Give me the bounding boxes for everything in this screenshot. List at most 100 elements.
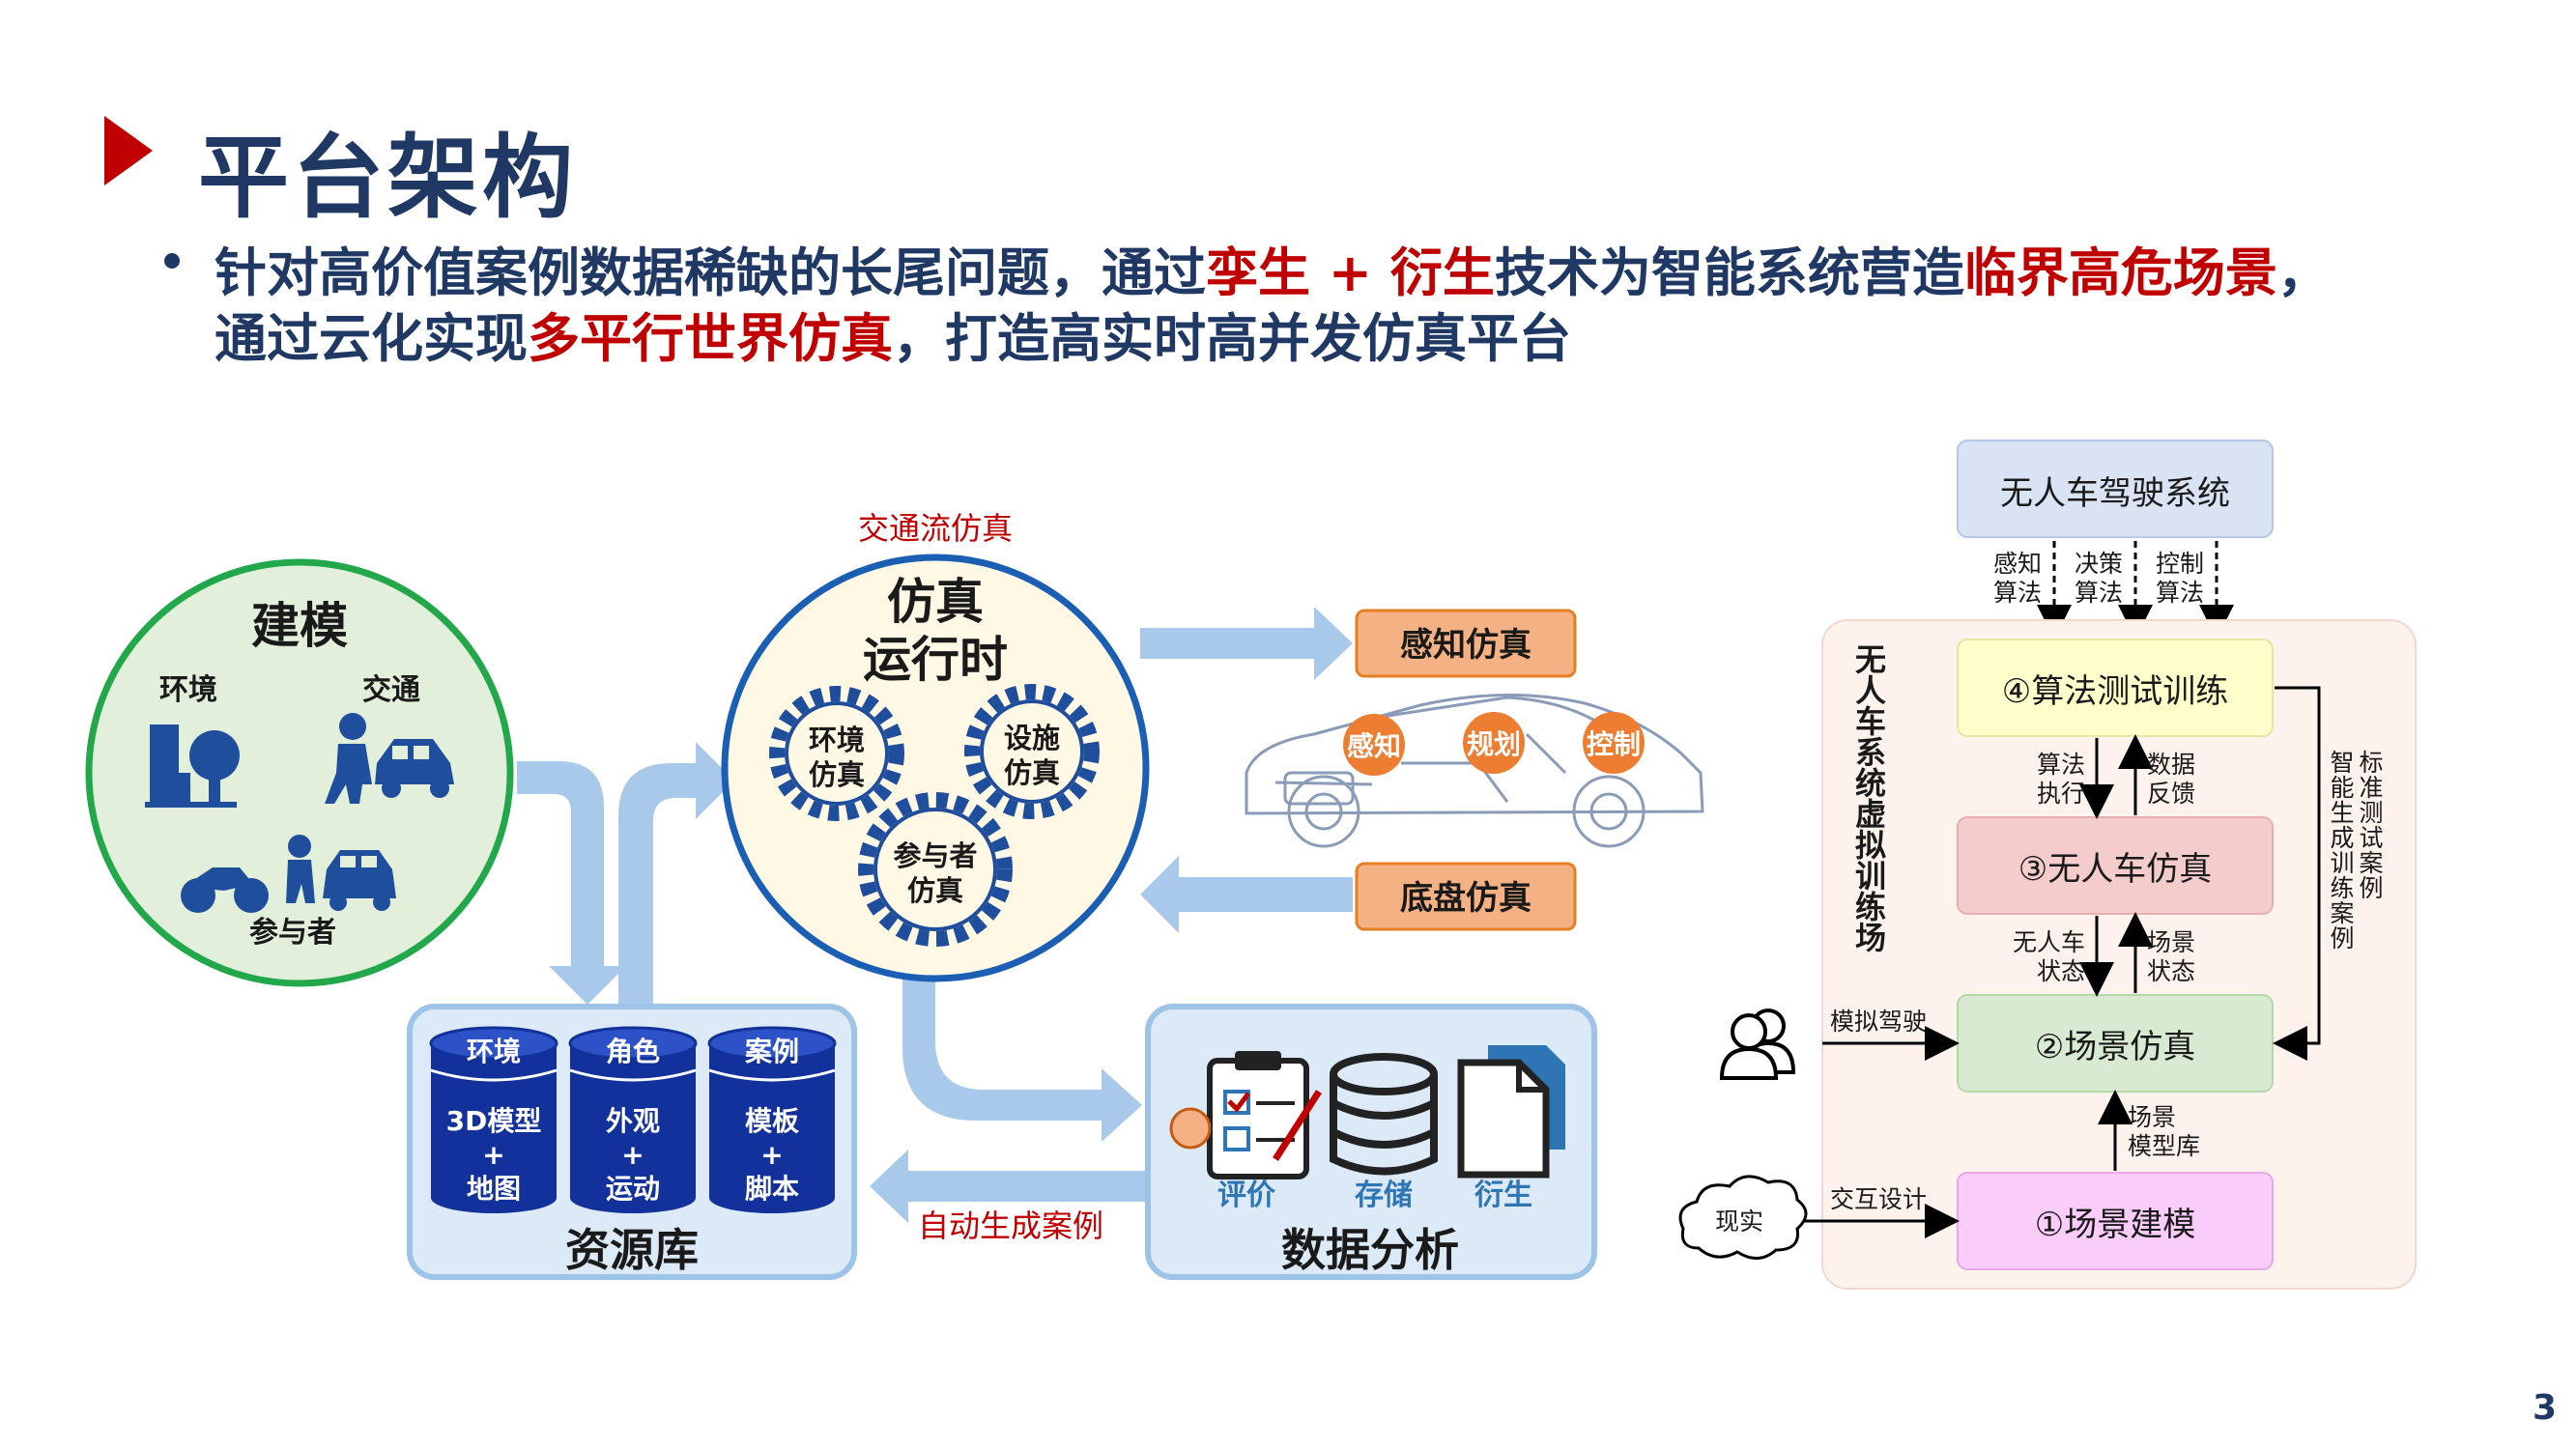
bullet-line-1: 针对高价值案例数据稀缺的长尾问题，通过孪生 + 衍生技术为智能系统营造临界高危场… (215, 230, 2330, 306)
edge-sstate-2: 状态 (2147, 957, 2195, 985)
edge-vstate-2: 状态 (2037, 957, 2085, 985)
gear-icon (964, 684, 1100, 819)
training-ground-title-char: 训 (1855, 858, 1886, 895)
car-tag-perception (1343, 714, 1405, 776)
side-generated-char: 例 (2330, 924, 2354, 952)
vehicle-sim-box (1957, 816, 2274, 915)
perception-sim-label: 感知仿真 (1400, 626, 1531, 665)
training-ground-title-char: 虚 (1855, 796, 1886, 833)
scene-model-label: ①场景建模 (2035, 1206, 2195, 1244)
page-number: 3 (2532, 1388, 2557, 1428)
resource-library-title: 资源库 (565, 1224, 699, 1276)
runtime-circle (721, 554, 1150, 982)
algo-test-label: ④算法测试训练 (2002, 672, 2228, 711)
autonomous-system-label: 无人车驾驶系统 (2000, 474, 2230, 513)
perception-sim-box (1355, 609, 1577, 678)
algo-control-2: 算法 (2156, 579, 2204, 607)
flow-arrow-modeling-resource (517, 761, 626, 1005)
training-ground-title-char: 无 (1855, 641, 1886, 678)
edge-feedback-2: 反馈 (2147, 780, 2195, 808)
side-standard-char: 标 (2359, 749, 2383, 777)
side-generated-char: 生 (2330, 799, 2354, 827)
participant-icon (181, 835, 396, 913)
modeling-circle (85, 558, 514, 987)
resource-case-line1: 模板 (745, 1105, 799, 1137)
edge-exec-1: 算法 (2037, 751, 2085, 779)
edge-vstate-1: 无人车 (2013, 928, 2085, 956)
autonomous-system-box (1957, 440, 2274, 538)
bullet-line-2: 通过云化实现多平行世界仿真，打造高实时高并发仿真平台 (215, 296, 1571, 372)
modeling-env-label: 环境 (159, 673, 217, 707)
title-marker-icon (104, 116, 153, 185)
modeling-participant-label: 参与者 (249, 916, 336, 950)
side-generated-char: 智 (2330, 749, 2354, 777)
car-illustration (1245, 694, 1704, 848)
flow-arrow-runtime-analysis (902, 937, 1142, 1142)
algo-perception-1: 感知 (1993, 550, 2042, 578)
analysis-eval-label: 评价 (1217, 1179, 1275, 1212)
resource-env-line3: 地图 (467, 1173, 521, 1205)
traffic-icon (325, 713, 454, 804)
clipboard-icon (1169, 1051, 1322, 1179)
car-tag-control-label: 控制 (1587, 728, 1641, 760)
flow-arrow-chassis-runtime (1140, 856, 1353, 933)
algo-control-1: 控制 (2156, 550, 2204, 578)
training-ground-title-char: 练 (1855, 889, 1886, 925)
runtime-title-2: 运行时 (863, 632, 1008, 688)
storage-icon (1330, 1053, 1438, 1176)
bullet-text: ，打造高实时高并发仿真平台 (893, 308, 1571, 369)
bullet-text: 技术为智能系统营造 (1494, 242, 1964, 303)
training-ground-title-char: 人 (1855, 672, 1886, 709)
resource-env-head: 环境 (467, 1036, 521, 1067)
scene-sim-label: ②场景仿真 (2035, 1028, 2195, 1066)
algo-perception-2: 算法 (1993, 579, 2042, 607)
bullet-text: 通过云化实现 (215, 308, 528, 369)
side-generated-char: 练 (2330, 874, 2354, 902)
runtime-title-1: 仿真 (887, 574, 984, 630)
training-ground-title-char: 车 (1855, 703, 1886, 740)
flow-arrow-analysis-resource (870, 1150, 1148, 1223)
auto-gen-label: 自动生成案例 (918, 1208, 1103, 1244)
side-standard-char: 案 (2359, 849, 2383, 877)
side-standard-char: 测 (2359, 799, 2383, 827)
resource-role-head: 角色 (606, 1036, 660, 1067)
edge-exec-2: 执行 (2037, 780, 2085, 808)
cloud-icon (1678, 1175, 1808, 1260)
resource-env-line1: 3D模型 (446, 1105, 542, 1137)
car-tag-planning (1463, 712, 1525, 774)
arrow-test-cases-loop (2273, 686, 2321, 1061)
side-standard-char: 例 (2359, 874, 2383, 902)
modeling-traffic-label: 交通 (362, 673, 420, 707)
resource-case-head: 案例 (745, 1036, 799, 1067)
data-analysis-title: 数据分析 (1281, 1224, 1459, 1276)
training-ground-panel (1821, 619, 2417, 1290)
training-ground-title-char: 系 (1855, 734, 1886, 771)
chassis-sim-box (1355, 862, 1577, 931)
gear-facility-label-1: 设施 (1004, 722, 1060, 754)
side-generated-char: 案 (2330, 899, 2354, 927)
traffic-flow-label: 交通流仿真 (858, 510, 1013, 547)
bullet-highlight: 多平行世界仿真 (528, 308, 893, 369)
interact-label: 交互设计 (1830, 1185, 1927, 1213)
car-tag-perception-label: 感知 (1347, 730, 1401, 762)
edge-lib-1: 场景 (2128, 1103, 2176, 1131)
bullet-text: ， (2276, 242, 2330, 303)
bullet-highlight: + (1310, 242, 1390, 303)
edge-lib-2: 模型库 (2128, 1132, 2200, 1160)
bullet-dot-icon (164, 253, 180, 269)
training-ground-title-char: 场 (1855, 920, 1886, 956)
gear-icon (769, 686, 904, 821)
car-tag-control (1583, 712, 1645, 774)
algo-decision-1: 决策 (2075, 550, 2123, 578)
page-title: 平台架构 (198, 126, 578, 231)
chassis-sim-label: 底盘仿真 (1400, 879, 1531, 918)
gear-env-label-2: 仿真 (809, 758, 865, 791)
edge-feedback-1: 数据 (2147, 751, 2195, 779)
resource-env-line2: + (482, 1139, 504, 1171)
bullet-highlight: 孪生 (1206, 242, 1310, 303)
vehicle-sim-label: ③无人车仿真 (2018, 850, 2212, 889)
